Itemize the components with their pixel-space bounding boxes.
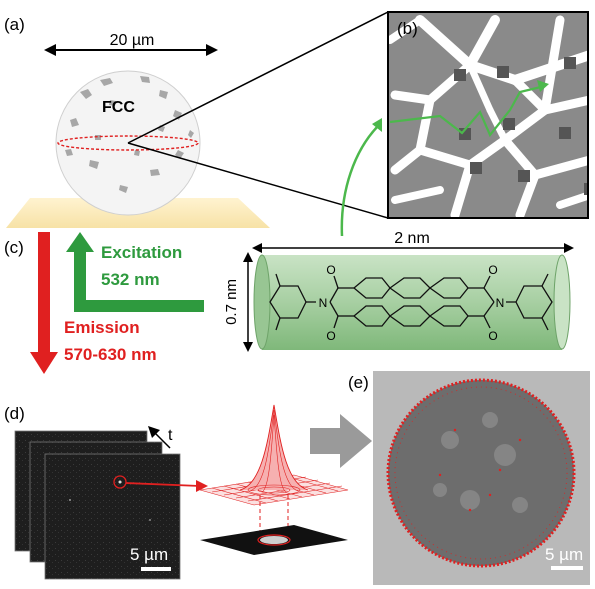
psf-pointer-arrow [125, 480, 208, 492]
molecule-marker [503, 118, 515, 130]
panel-label-e: (e) [348, 373, 369, 392]
excitation-title: Excitation [101, 243, 182, 262]
time-label: t [168, 427, 173, 444]
movie-frame-front [44, 453, 181, 580]
molecule-marker [564, 57, 576, 69]
sphere-scale-bar [44, 44, 218, 56]
psf-mesh-plot [199, 404, 349, 506]
sphere-name: FCC [102, 99, 135, 116]
zoom-line-top [127, 11, 389, 144]
excitation-wavelength: 532 nm [101, 270, 160, 289]
oxygen-top-right: O [488, 263, 497, 277]
molecule-marker [518, 170, 530, 182]
result-scale-label: 5 µm [545, 545, 583, 564]
pdi-structure [269, 273, 553, 331]
oxygen-bottom-left: O [326, 329, 335, 343]
molecule-marker [459, 128, 471, 140]
time-arrow [148, 426, 171, 449]
emission-title: Emission [64, 318, 140, 337]
molecule-marker [454, 69, 466, 81]
panel-label-d: (d) [4, 404, 25, 423]
oxygen-top-left: O [326, 263, 335, 277]
molecule-cylinder [253, 254, 571, 350]
molecule-length-label: 2 nm [394, 230, 430, 247]
emission-arrow [30, 232, 58, 374]
movie-scale-label: 5 µm [130, 545, 168, 564]
nitrogen-right: N [496, 296, 505, 310]
reconstructed-image [373, 371, 590, 585]
molecule-width-label: 0.7 nm [223, 279, 240, 325]
panel-label-a: (a) [4, 15, 25, 34]
molecule-width-arrow [243, 252, 253, 352]
pore-network-panel [387, 11, 589, 219]
panel-label-b: (b) [397, 19, 418, 38]
oxygen-bottom-right: O [488, 329, 497, 343]
molecule-marker [559, 127, 571, 139]
emission-wavelength: 570-630 nm [64, 345, 157, 364]
panel-label-c: (c) [4, 238, 24, 257]
zoom-line-bottom [127, 142, 389, 219]
molecule-to-pore-arrow [340, 125, 379, 237]
psf-image-plane [200, 525, 348, 555]
sphere-scale-label: 20 µm [110, 32, 155, 49]
nitrogen-left: N [319, 296, 328, 310]
process-arrow [310, 414, 372, 468]
diffusion-trajectory [389, 84, 546, 138]
molecule-marker [470, 162, 482, 174]
molecule-marker [584, 183, 587, 195]
molecule-length-arrow [252, 243, 574, 253]
excitation-arrow [66, 232, 204, 312]
molecule-marker [497, 66, 509, 78]
